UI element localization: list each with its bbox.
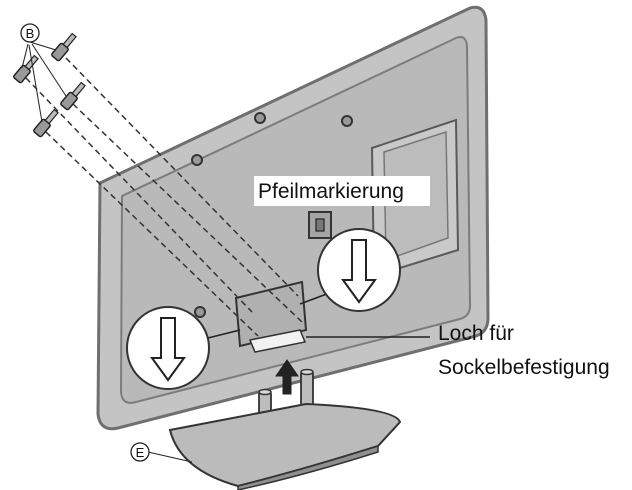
screw-icon [51,32,77,62]
leader-line [31,43,67,97]
leader-line [28,44,43,123]
stand-peg [300,371,314,407]
guide-line [25,77,253,313]
leader-line [29,41,57,51]
tv-back-panel [119,36,472,404]
screw-guide-lines [25,57,303,337]
stand-base-edge [237,444,379,490]
mount-hole [254,112,266,124]
down-arrow-icon [150,317,186,382]
guide-line [65,57,299,297]
part-b-letter: B [26,26,35,41]
screw-icon [33,108,59,138]
leader-line [147,451,193,463]
guide-line [72,103,303,323]
part-e-letter: E [136,445,145,460]
arrow-marking-callout-right [299,228,401,312]
hole-label-line1: Loch für [438,322,514,345]
arrow-marking-label-box: Pfeilmarkierung [254,176,430,206]
down-arrow-icon [341,239,377,304]
arrow-marking-label: Pfeilmarkierung [258,180,404,203]
arrow-marking-callout-left [126,306,241,390]
rear-port-slot [315,218,325,232]
part-b-marker: B [20,23,40,43]
leader-line [21,43,29,69]
screws-b [13,32,86,138]
up-arrow-icon [275,359,299,395]
stand-base-e [147,402,402,490]
part-e-marker: E [130,442,150,462]
hole-label-line2: Sockelbefestigung [438,356,610,379]
mount-hole [341,115,353,127]
mount-hole [191,154,203,166]
mount-hole [194,306,206,318]
guide-line [45,131,259,337]
stand-hole [248,329,307,353]
screw-icon [60,81,86,111]
